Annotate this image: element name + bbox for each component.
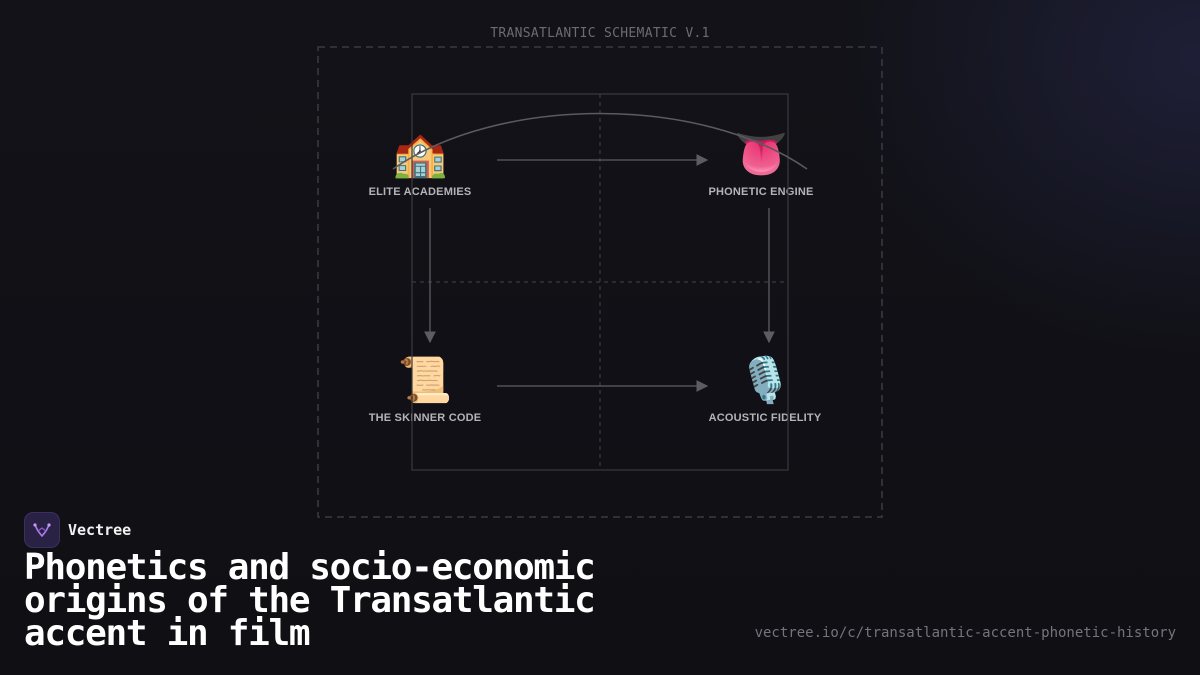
node-elite-academies: 🏫 ELITE ACADEMIES <box>355 129 485 199</box>
brand[interactable]: Vectree <box>24 512 131 548</box>
schematic-title: TRANSATLANTIC SCHEMATIC V.1 <box>490 26 710 41</box>
brand-name: Vectree <box>68 521 132 539</box>
arc-connector <box>392 112 808 170</box>
node-skinner-code: 📜 THE SKINNER CODE <box>355 355 495 425</box>
school-icon: 🏫 <box>392 129 448 180</box>
node-label-skinner-code: THE SKINNER CODE <box>368 412 482 424</box>
node-label-acoustic-fidelity: ACOUSTIC FIDELITY <box>708 412 822 424</box>
node-phonetic-engine: 👅 PHONETIC ENGINE <box>696 129 826 199</box>
node-acoustic-fidelity: 🎙️ ACOUSTIC FIDELITY <box>696 355 834 425</box>
page-url[interactable]: vectree.io/c/transatlantic-accent-phonet… <box>754 625 1176 641</box>
node-label-phonetic-engine: PHONETIC ENGINE <box>708 186 814 198</box>
page-title: Phonetics and socio-economic origins of … <box>24 547 596 654</box>
node-label-elite-academies: ELITE ACADEMIES <box>368 186 472 198</box>
scroll-icon: 📜 <box>397 355 453 406</box>
outer-dashed-frame <box>317 46 883 518</box>
vectree-logo-icon <box>24 512 60 548</box>
tongue-icon: 👅 <box>733 129 789 180</box>
microphone-icon: 🎙️ <box>737 355 793 406</box>
